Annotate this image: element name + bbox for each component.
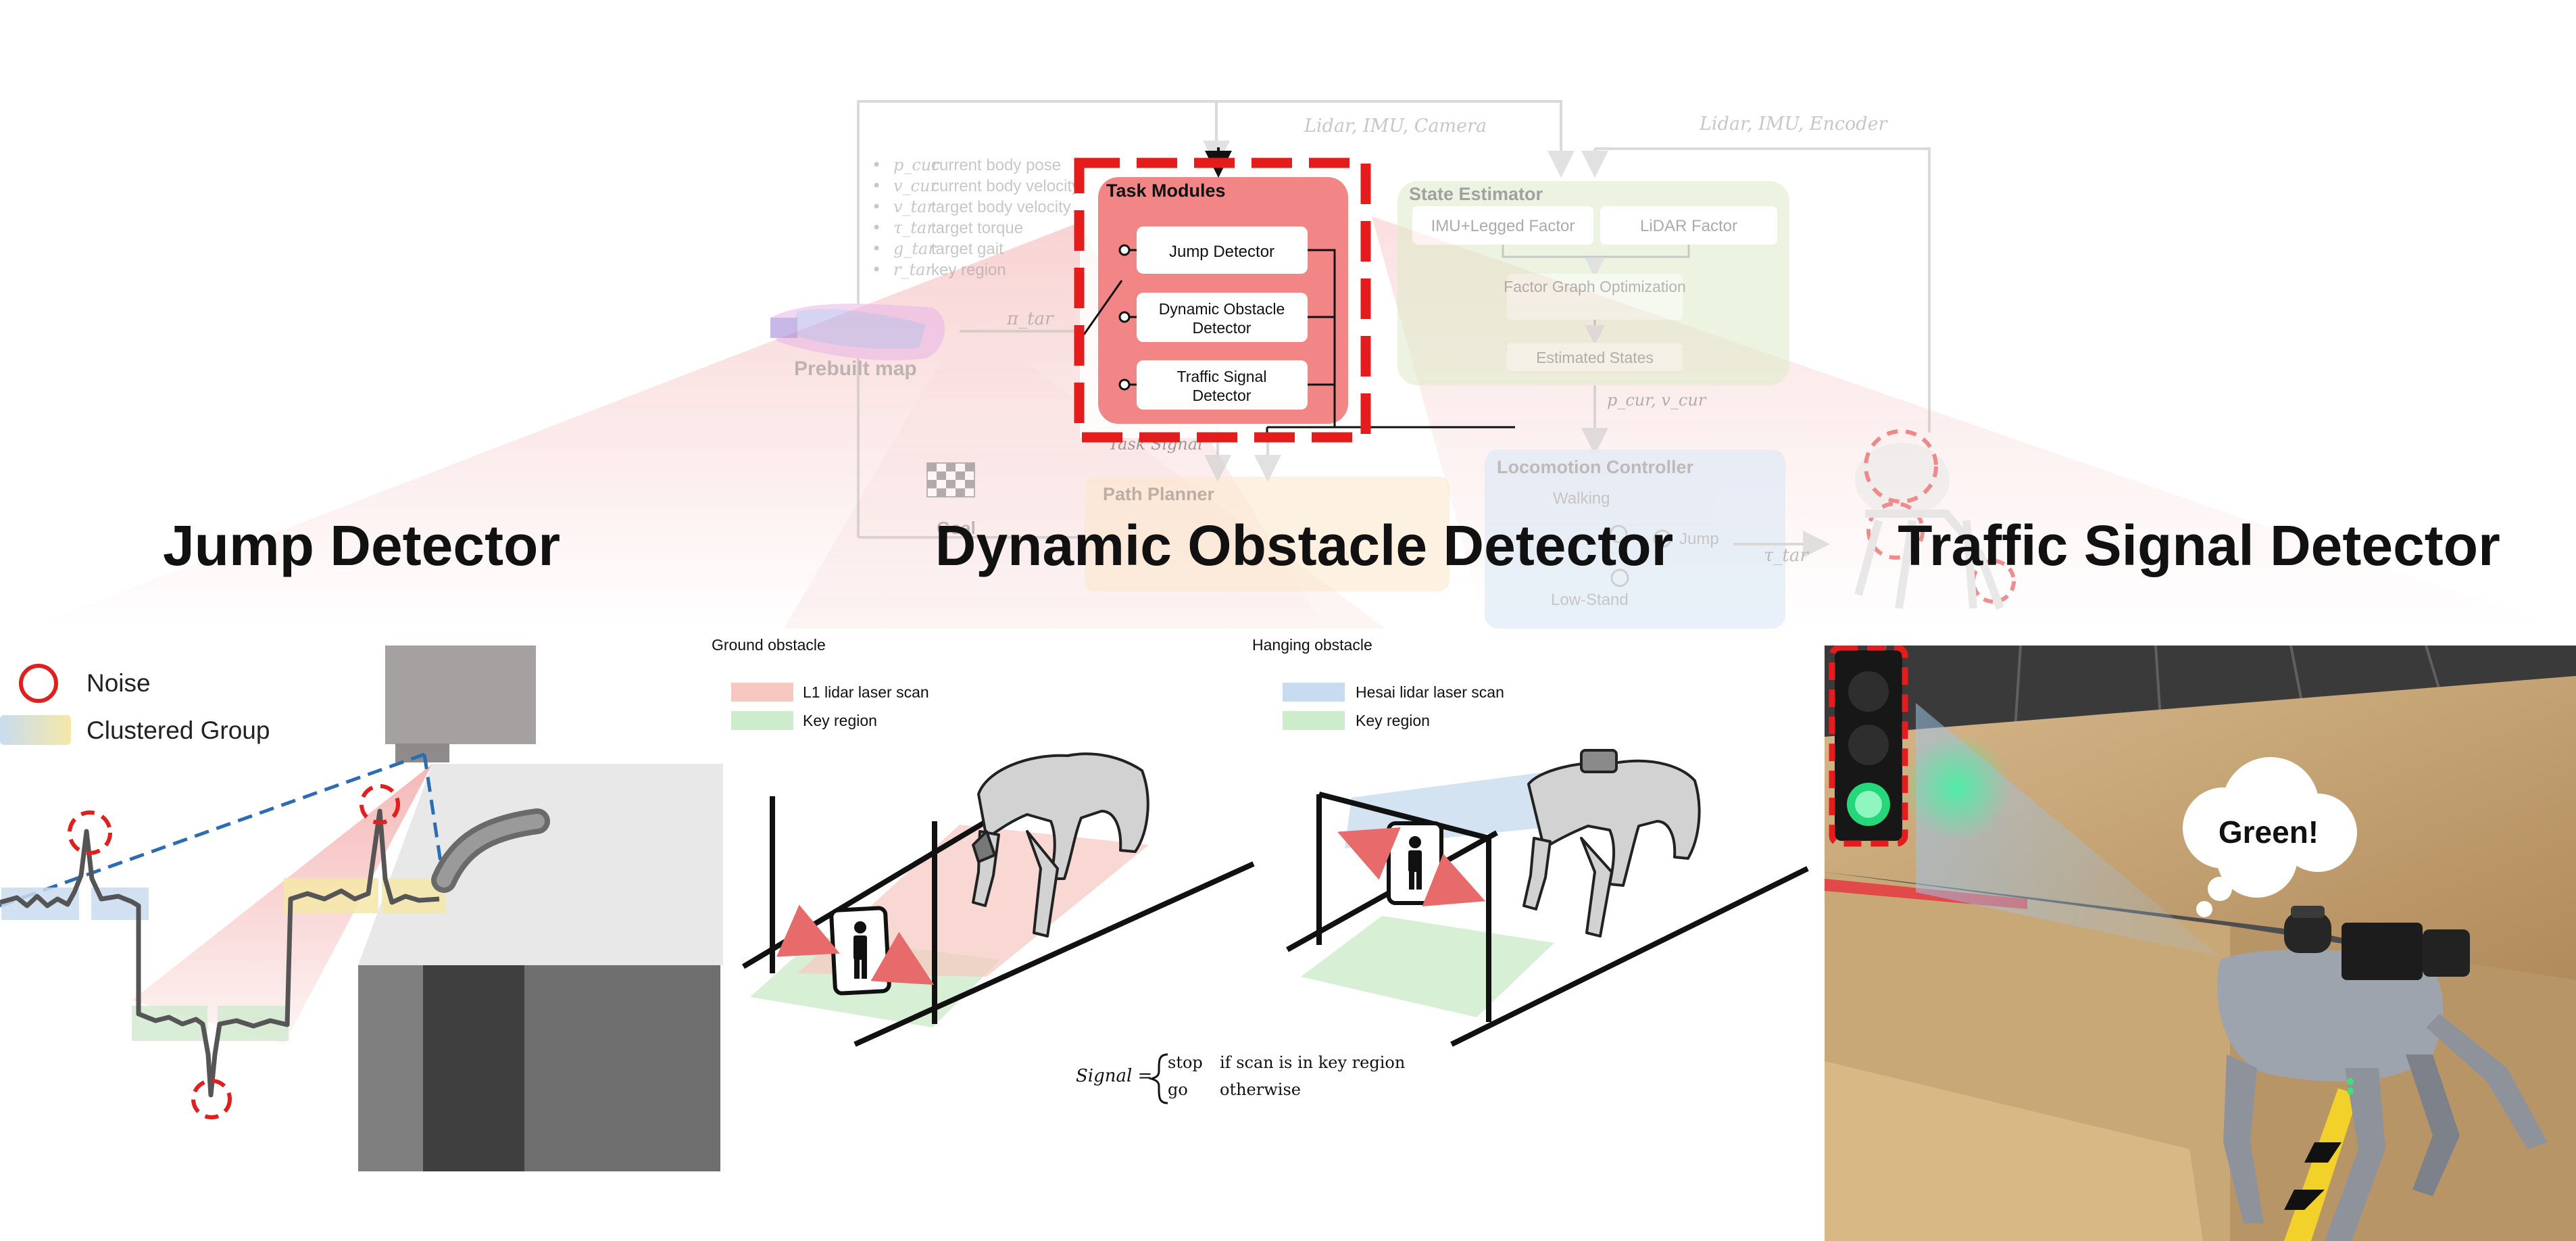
svg-text:•: •	[872, 218, 881, 237]
module-dynamic-obstacle-label-line1: Dynamic Obstacle	[1159, 300, 1285, 318]
traffic-signal-detector-title: Traffic Signal Detector	[1898, 514, 2500, 577]
signal-case-stop: stop	[1168, 1053, 1203, 1072]
lowstand-state-label: Low-Stand	[1551, 591, 1629, 609]
jump-detector-title: Jump Detector	[163, 514, 560, 577]
legend-symbol: v_tar	[893, 197, 936, 216]
module-switch	[1083, 280, 1123, 335]
jump-detector-panel: Noise Clustered Group	[0, 646, 723, 1171]
estimated-states-label: Estimated States	[1536, 349, 1654, 366]
signal-case-go-condition: otherwise	[1220, 1080, 1301, 1099]
ground-scan-swatch	[731, 683, 793, 702]
svg-text:•: •	[872, 155, 881, 174]
task-modules-highlight	[1074, 157, 1371, 443]
pi-tar-label: π_tar	[1006, 309, 1054, 329]
sensor-inputs-right: Lidar, IMU, Encoder	[1699, 114, 1889, 135]
overview-robot-icon	[1854, 429, 2016, 610]
signal-formula: Signal = stop if scan is in key region g…	[1076, 1053, 1405, 1104]
locomotion-controller-title: Locomotion Controller	[1497, 457, 1693, 477]
module-dynamic-obstacle-detector[interactable]	[1137, 293, 1308, 342]
noise-legend-icon	[19, 664, 58, 703]
walking-state-label: Walking	[1553, 489, 1610, 508]
hanging-scan-swatch	[1283, 683, 1345, 702]
prebuilt-map-image	[770, 303, 945, 361]
hanging-key-legend: Key region	[1356, 712, 1430, 729]
ground-key-swatch	[731, 711, 793, 730]
lidar-factor-label: LiDAR Factor	[1640, 217, 1737, 235]
svg-text:•: •	[872, 260, 881, 279]
speech-bubble: Green!	[2183, 757, 2357, 917]
pedestrian-icon	[853, 921, 867, 979]
noise-legend-label: Noise	[86, 669, 151, 697]
jump-state-label: Jump	[1679, 530, 1719, 548]
robot-dog-ground	[972, 752, 1149, 938]
imu-legged-factor-label: IMU+Legged Factor	[1431, 217, 1575, 235]
ground-scan-legend: L1 lidar laser scan	[803, 683, 929, 701]
legend-desc: target gait	[931, 240, 1004, 258]
signal-formula-label: Signal =	[1076, 1066, 1152, 1086]
module-traffic-signal-detector[interactable]	[1137, 360, 1308, 410]
svg-text:•: •	[872, 176, 881, 195]
legend-symbol: v_cur	[893, 176, 939, 195]
dynamic-obstacle-panel: Ground obstacle L1 lidar laser scan Key …	[712, 636, 1809, 1104]
legend-desc: current body pose	[931, 156, 1061, 174]
module-jump-detector[interactable]	[1137, 226, 1308, 274]
prebuilt-map-label: Prebuilt map	[794, 358, 917, 380]
dynamic-obstacle-detector-title: Dynamic Obstacle Detector	[935, 514, 1673, 577]
module-traffic-signal-label-line1: Traffic Signal	[1177, 368, 1267, 385]
factor-graph-label: Factor Graph Optimization	[1504, 278, 1686, 295]
ground-obstacle-title: Ground obstacle	[712, 636, 826, 654]
task-modules-block: Task Modules Jump Detector Dynamic Obsta…	[1074, 147, 1515, 443]
ground-key-legend: Key region	[803, 712, 877, 729]
pose-velocity-label: p_cur, v_cur	[1607, 391, 1707, 410]
legend-desc: target body velocity	[931, 198, 1071, 216]
module-traffic-signal-label-line2: Detector	[1193, 387, 1252, 404]
locomotion-controller-box	[1485, 449, 1785, 629]
noise-marker	[191, 1079, 232, 1119]
tau-tar-label: τ_tar	[1764, 545, 1809, 566]
hanging-scan-legend: Hesai lidar laser scan	[1356, 683, 1504, 701]
lidar-scan-profile	[0, 808, 440, 1098]
cluster-legend-swatch	[0, 715, 71, 745]
legend-symbol: g_tar	[893, 239, 937, 258]
task-modules-title: Task Modules	[1106, 180, 1226, 201]
legend-symbol: τ_tar	[893, 218, 935, 237]
svg-text:•: •	[872, 197, 881, 216]
noise-marker	[360, 784, 400, 825]
legend-desc: target torque	[931, 219, 1023, 237]
state-estimator-title: State Estimator	[1409, 184, 1543, 204]
legend-desc: current body velocity	[931, 177, 1080, 195]
pedestrian-icon	[1408, 836, 1422, 890]
traffic-signal-photo: Green!	[1825, 646, 2576, 1241]
legend-symbol: r_tar	[893, 260, 934, 279]
module-dynamic-obstacle-label-line2: Detector	[1193, 319, 1252, 337]
lidar-sensor-icon	[385, 646, 536, 744]
legend-symbol: p_cur	[893, 155, 940, 174]
svg-text:•: •	[872, 239, 881, 258]
module-jump-detector-label: Jump Detector	[1169, 243, 1274, 261]
goal-flag-icon	[926, 462, 975, 497]
path-planner-title: Path Planner	[1103, 484, 1215, 504]
goal-label: Goal	[937, 518, 976, 538]
path-planner-box	[1085, 477, 1450, 591]
hanging-key-swatch	[1283, 711, 1345, 730]
legend-desc: key region	[931, 261, 1006, 279]
sensor-inputs-left: Lidar, IMU, Camera	[1304, 116, 1487, 137]
signal-case-stop-condition: if scan is in key region	[1220, 1053, 1405, 1072]
speech-bubble-text: Green!	[2219, 814, 2319, 850]
noise-marker	[68, 810, 112, 855]
cluster-legend-label: Clustered Group	[86, 716, 270, 744]
traffic-light-highlight	[1829, 646, 1908, 847]
hanging-obstacle-title: Hanging obstacle	[1252, 636, 1372, 654]
robot-dog-hanging	[1522, 749, 1701, 938]
robot-dog-photo	[2217, 906, 2548, 1241]
signal-case-go: go	[1168, 1080, 1188, 1099]
